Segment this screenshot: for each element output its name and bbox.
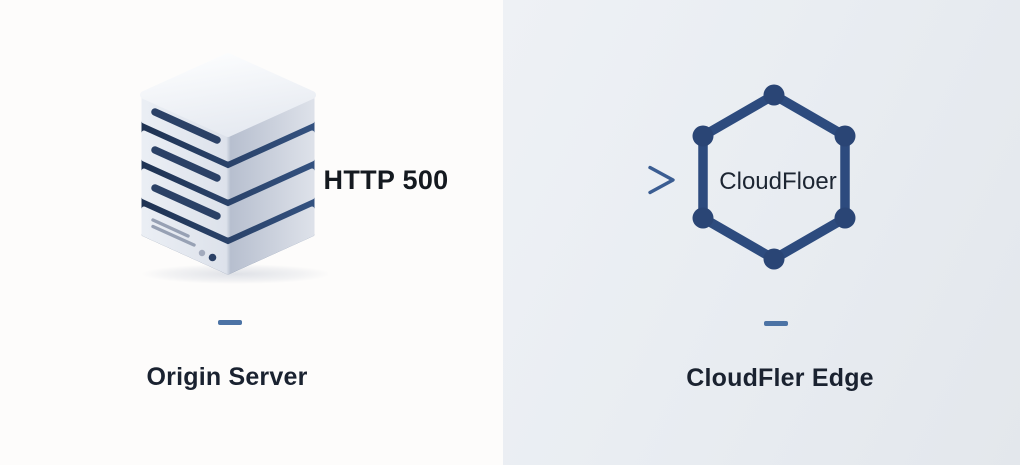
hexagon-node: [763, 84, 785, 106]
arrow-head: [648, 165, 675, 195]
hexagon-node: [692, 207, 714, 229]
server-slab: [141, 206, 315, 275]
edge-panel: [503, 0, 1020, 465]
server-top-face: [140, 53, 316, 137]
origin-server-label: Origin Server: [146, 363, 308, 391]
http-status-label: HTTP 500: [323, 165, 449, 195]
request-arrow-icon: [468, 165, 675, 195]
hexagon-brand-label: CloudFloer: [719, 168, 837, 195]
hexagon-node: [692, 125, 714, 147]
server-led-icon: [198, 249, 206, 257]
server-slot-stripe: [151, 184, 221, 220]
server-vent-line: [151, 218, 190, 238]
server-slab: [141, 168, 315, 238]
server-slab: [141, 130, 315, 200]
server-shadow: [141, 264, 328, 284]
server-slot-stripe: [151, 146, 221, 182]
server-led-icon: [208, 253, 217, 262]
server-slot-stripe: [151, 108, 221, 144]
origin-dash: [218, 320, 242, 325]
server-stack-icon: [140, 53, 328, 284]
hexagon-node: [763, 248, 785, 270]
edge-label: CloudFler Edge: [686, 364, 874, 392]
hexagon-node: [834, 125, 856, 147]
edge-dash: [764, 321, 788, 326]
server-vent-line: [151, 224, 196, 247]
hexagon-network-icon: [692, 84, 856, 270]
hexagon-node: [834, 207, 856, 229]
